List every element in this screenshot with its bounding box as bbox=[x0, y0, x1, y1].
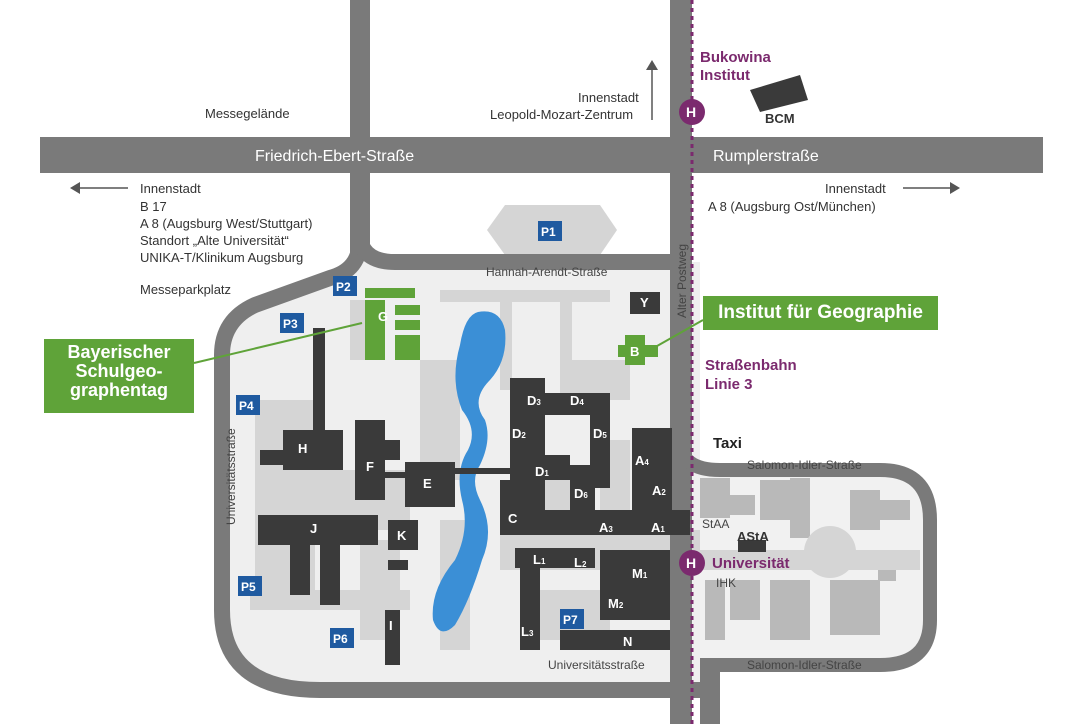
highlighted-buildings bbox=[365, 288, 658, 365]
label-messegelaende: Messegelände bbox=[205, 106, 290, 121]
label-strassenbahn-2: Linie 3 bbox=[705, 376, 753, 393]
building-d3[interactable]: D3 bbox=[527, 393, 541, 408]
label-strassenbahn-1: Straßenbahn bbox=[705, 357, 797, 374]
building-e[interactable]: E bbox=[423, 476, 432, 491]
roads bbox=[40, 0, 1043, 724]
parking-p2[interactable]: P2 bbox=[333, 276, 357, 296]
ring-road bbox=[214, 239, 700, 698]
label-universitaetsstrasse-bottom: Universitätsstraße bbox=[548, 658, 645, 672]
building-h[interactable]: H bbox=[298, 441, 307, 456]
building-d4[interactable]: D4 bbox=[570, 393, 584, 408]
building-g[interactable]: G bbox=[378, 309, 388, 324]
building-a4[interactable]: A4 bbox=[635, 453, 649, 468]
building-a1[interactable]: A1 bbox=[651, 520, 665, 535]
tram-stop-north[interactable] bbox=[679, 99, 705, 125]
building-d6[interactable]: D6 bbox=[574, 486, 588, 501]
callout-institut-geographie[interactable]: Institut für Geographie bbox=[703, 296, 938, 330]
label-left-dir-5: UNIKA-T/Klinikum Augsburg bbox=[140, 250, 303, 265]
callout-line-bsg bbox=[193, 322, 363, 364]
building-d2[interactable]: D2 bbox=[512, 426, 526, 441]
label-messeparkplatz: Messeparkplatz bbox=[140, 282, 231, 297]
building-d5[interactable]: D5 bbox=[593, 426, 607, 441]
svg-text:P7: P7 bbox=[563, 613, 578, 627]
label-ihk: IHK bbox=[716, 576, 736, 590]
parking-p3[interactable]: P3 bbox=[280, 313, 304, 333]
salomon-idler-road bbox=[673, 439, 937, 672]
tram-stop-universitaet[interactable] bbox=[679, 550, 705, 576]
direction-arrows bbox=[70, 60, 960, 194]
label-alter-postweg: Alter Postweg bbox=[675, 244, 689, 318]
label-right-dir-2: A 8 (Augsburg Ost/München) bbox=[708, 199, 876, 214]
building-d1[interactable]: D1 bbox=[535, 464, 549, 479]
callout-schulgeographentag[interactable]: Bayerischer Schulgeo- graphentag bbox=[44, 339, 194, 413]
tram-stop-north-symbol: H bbox=[686, 104, 696, 120]
label-rumpler: Rumplerstraße bbox=[713, 148, 819, 165]
label-taxi: Taxi bbox=[713, 435, 742, 452]
label-bukowina-2: Institut bbox=[700, 67, 750, 84]
label-asta: AStA bbox=[737, 529, 769, 544]
tram-stop-universitaet-symbol: H bbox=[686, 555, 696, 571]
building-f[interactable]: F bbox=[366, 459, 374, 474]
label-left-dir-1: Innenstadt bbox=[140, 181, 201, 196]
parking-p5[interactable]: P5 bbox=[238, 576, 262, 596]
building-a2[interactable]: A2 bbox=[652, 483, 666, 498]
label-salomon-idler-bottom: Salomon-Idler-Straße bbox=[747, 658, 862, 672]
svg-text:P3: P3 bbox=[283, 317, 298, 331]
building-l2[interactable]: L2 bbox=[574, 555, 587, 570]
label-right-dir-1: Innenstadt bbox=[825, 181, 886, 196]
callout-line-geo bbox=[649, 319, 704, 351]
callout-schulgeo-line-1: Bayerischer bbox=[67, 342, 171, 362]
building-b[interactable]: B bbox=[630, 344, 639, 359]
label-hannah-arendt: Hannah-Arendt-Straße bbox=[486, 265, 608, 279]
svg-text:P6: P6 bbox=[333, 632, 348, 646]
label-bcm: BCM bbox=[765, 111, 795, 126]
label-innenstadt-top: Innenstadt bbox=[578, 90, 639, 105]
east-plaza bbox=[804, 526, 856, 578]
building-m1[interactable]: M1 bbox=[632, 566, 648, 581]
parking-p4[interactable]: P4 bbox=[236, 395, 260, 415]
building-i[interactable]: I bbox=[389, 618, 393, 633]
building-c[interactable]: C bbox=[508, 511, 518, 526]
building-y[interactable]: Y bbox=[640, 295, 649, 310]
building-l1[interactable]: L1 bbox=[533, 552, 546, 567]
building-l3[interactable]: L3 bbox=[521, 624, 534, 639]
hannah-arendt-road bbox=[352, 237, 690, 270]
building-n[interactable]: N bbox=[623, 634, 632, 649]
building-a3[interactable]: A3 bbox=[599, 520, 613, 535]
building-k[interactable]: K bbox=[397, 528, 407, 543]
label-bukowina-1: Bukowina bbox=[700, 49, 771, 66]
callout-schulgeo-line-3: graphentag bbox=[69, 380, 168, 400]
label-left-dir-4: Standort „Alte Universität“ bbox=[140, 233, 289, 248]
label-salomon-idler-top: Salomon-Idler-Straße bbox=[747, 458, 862, 472]
parking-p6[interactable]: P6 bbox=[330, 628, 354, 648]
building-j[interactable]: J bbox=[310, 521, 317, 536]
svg-text:P5: P5 bbox=[241, 580, 256, 594]
label-leopold-mozart: Leopold-Mozart-Zentrum bbox=[490, 107, 633, 122]
south-road bbox=[700, 668, 720, 724]
label-staa: StAA bbox=[702, 517, 729, 531]
svg-text:P1: P1 bbox=[541, 225, 556, 239]
label-friedrich-ebert: Friedrich-Ebert-Straße bbox=[255, 148, 414, 165]
svg-text:P4: P4 bbox=[239, 399, 254, 413]
label-universitaetsstrasse-left: Universitätsstraße bbox=[224, 428, 238, 525]
building-m2[interactable]: M2 bbox=[608, 596, 624, 611]
callout-schulgeo-line-2: Schulgeo- bbox=[75, 361, 163, 381]
label-left-dir-2: B 17 bbox=[140, 199, 167, 214]
svg-text:P2: P2 bbox=[336, 280, 351, 294]
dark-buildings bbox=[258, 75, 808, 665]
parking-p1[interactable]: P1 bbox=[538, 221, 562, 241]
label-universitaet: Universität bbox=[712, 555, 790, 572]
parking-p7[interactable]: P7 bbox=[560, 609, 584, 629]
label-left-dir-3: A 8 (Augsburg West/Stuttgart) bbox=[140, 216, 312, 231]
